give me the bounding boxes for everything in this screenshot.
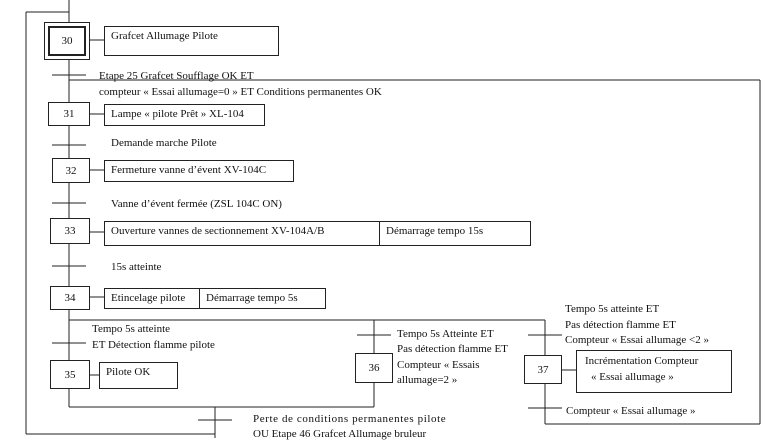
transition-31: Demande marche Pilote [111,137,217,149]
transition-34b-line2: Pas détection flamme ET [397,343,508,355]
transition-34b-line1: Tempo 5s Atteinte ET [397,328,494,340]
transition-30-line1: Etape 25 Grafcet Soufflage OK ET [99,70,254,82]
action-31-text: Lampe « pilote Prêt » XL-104 [111,108,244,120]
action-30-text: Grafcet Allumage Pilote [111,30,218,42]
transition-34c-line2: Pas détection flamme ET [565,319,676,331]
transition-32: Vanne d’évent fermée (ZSL 104C ON) [111,198,282,210]
step-30[interactable]: 30 [44,22,90,60]
action-33-b: Démarrage tempo 15s [379,221,531,246]
action-37-line1: Incrémentation Compteur [585,355,699,367]
step-30-label: 30 [48,26,86,56]
action-32-text: Fermeture vanne d’évent XV-104C [111,164,267,176]
action-31: Lampe « pilote Prêt » XL-104 [104,104,265,126]
action-35: Pilote OK [99,362,178,389]
action-33-a-text: Ouverture vannes de sectionnement XV-104… [111,225,325,237]
transition-34c-line1: Tempo 5s atteinte ET [565,303,660,315]
step-35[interactable]: 35 [50,360,90,389]
step-33[interactable]: 33 [50,218,90,244]
transition-final-line2: OU Etape 46 Grafcet Allumage bruleur [253,428,427,440]
action-37-line2: « Essai allumage » [591,371,674,383]
action-37: Incrémentation Compteur « Essai allumage… [576,350,732,393]
transition-34b-line3: Compteur « Essais [397,359,480,371]
action-30: Grafcet Allumage Pilote [104,26,279,56]
transition-34b-line4: allumage=2 » [397,374,458,386]
step-32[interactable]: 32 [52,158,90,183]
action-35-text: Pilote OK [106,366,151,378]
transition-33: 15s atteinte [111,261,162,273]
transition-30-line2: compteur « Essai allumage=0 » ET Conditi… [99,86,382,98]
step-34[interactable]: 34 [50,286,90,310]
action-32: Fermeture vanne d’évent XV-104C [104,160,294,182]
action-34-a-text: Etincelage pilote [111,292,186,304]
transition-37: Compteur « Essai allumage » [566,405,696,417]
action-33-a: Ouverture vannes de sectionnement XV-104… [104,221,380,246]
action-34-b: Démarrage tempo 5s [199,288,326,309]
action-34-a: Etincelage pilote [104,288,200,309]
step-37[interactable]: 37 [524,355,562,384]
step-36[interactable]: 36 [355,353,393,383]
transition-34a-line2: ET Détection flamme pilote [92,339,215,351]
action-33-b-text: Démarrage tempo 15s [386,225,484,237]
transition-34a-line1: Tempo 5s atteinte [92,323,171,335]
transition-34c-line3: Compteur « Essai allumage <2 » [565,334,709,346]
step-31[interactable]: 31 [48,102,90,126]
action-34-b-text: Démarrage tempo 5s [206,292,298,304]
transition-final-line1: Perte de conditions permanentes pilote [253,413,447,425]
